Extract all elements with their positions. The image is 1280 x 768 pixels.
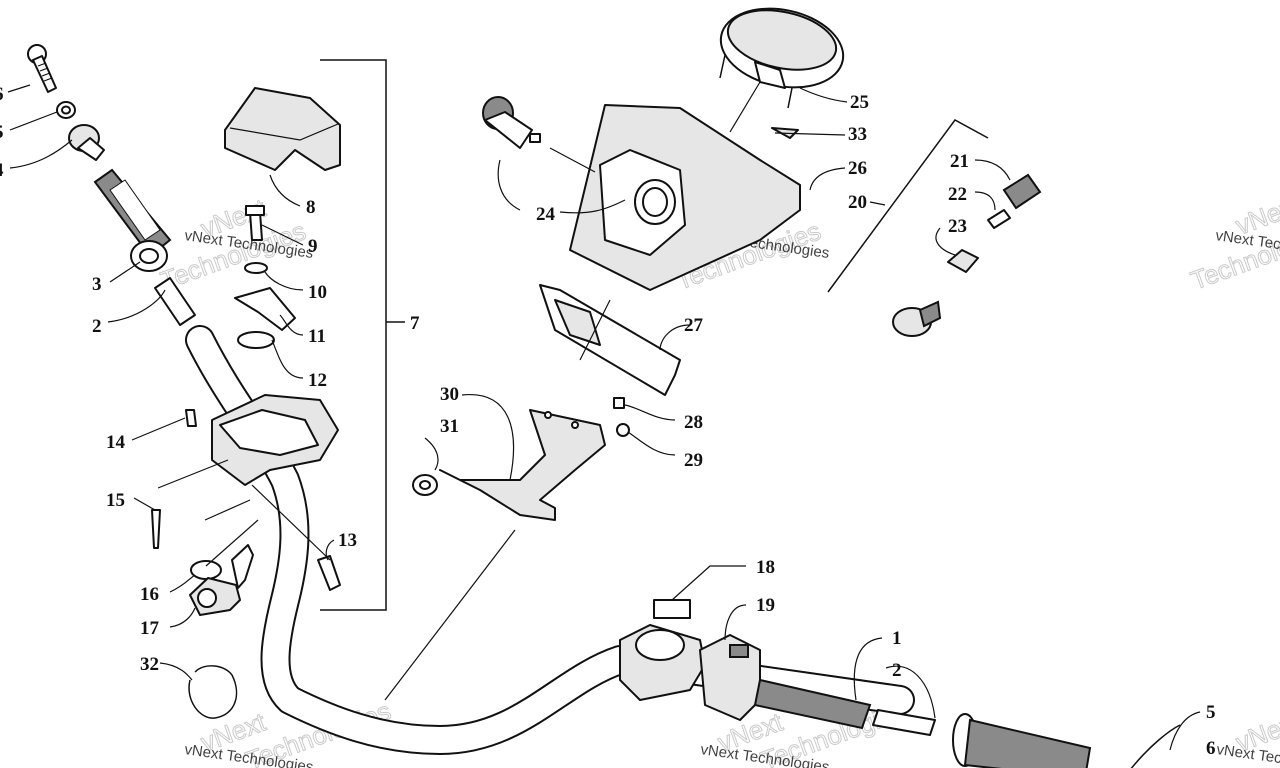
grip-sleeve-icon — [154, 277, 196, 326]
callout-3: 3 — [92, 274, 102, 295]
callout-17: 17 — [140, 618, 160, 639]
callout-28: 28 — [684, 412, 703, 433]
screw-icon — [249, 211, 263, 241]
callout-8: 8 — [306, 197, 316, 218]
ignition-switch-group — [827, 119, 1042, 337]
leader-lines — [7, 81, 1201, 751]
key-head-icon — [1002, 173, 1042, 210]
spring-icon — [237, 331, 275, 349]
callout-22: 22 — [948, 184, 967, 205]
left-grip-icon — [93, 168, 172, 272]
callout-31: 31 — [440, 416, 459, 437]
mounting-bracket-icon — [439, 409, 606, 521]
bolt-icon — [185, 409, 197, 427]
cable-tie-icon — [188, 665, 238, 719]
callout-9: 9 — [308, 236, 318, 257]
callout-7: 7 — [410, 313, 420, 334]
callout-5: 5 — [0, 122, 4, 143]
right-grip-icon — [952, 713, 1092, 768]
callout-4: 4 — [0, 160, 4, 181]
speedometer-icon — [719, 7, 845, 109]
callout-2: 2 — [92, 316, 102, 337]
callout-29: 29 — [684, 450, 703, 471]
grip-sleeve-icon — [872, 709, 936, 736]
callout-20: 20 — [848, 192, 867, 213]
brake-lever-mount-icon — [189, 544, 254, 616]
callout-14: 14 — [106, 432, 126, 453]
washer-icon — [244, 262, 268, 274]
screw-icon — [317, 555, 341, 591]
callout-27: 27 — [684, 315, 704, 336]
dash-pod — [569, 104, 801, 291]
callout-11: 11 — [308, 326, 326, 347]
callout-12: 12 — [308, 370, 327, 391]
callout-2: 2 — [892, 660, 902, 681]
bolt-icon — [27, 44, 57, 93]
callout-6: 6 — [1206, 738, 1216, 759]
callout-18: 18 — [756, 557, 775, 578]
bezel-icon — [539, 284, 681, 396]
left-control-housing — [151, 87, 341, 719]
callout-16: 16 — [140, 584, 159, 605]
callout-30: 30 — [440, 384, 459, 405]
power-socket-icon — [482, 96, 541, 149]
callout-21: 21 — [950, 151, 969, 172]
callout-13: 13 — [338, 530, 357, 551]
callout-1: 1 — [892, 628, 902, 649]
callout-26: 26 — [848, 158, 867, 179]
bar-end-cap-icon — [68, 124, 105, 161]
key-icon — [987, 209, 1011, 229]
callout-24: 24 — [536, 204, 556, 225]
clip-icon — [613, 397, 625, 409]
screw-icon — [616, 423, 630, 437]
right-controls — [619, 599, 761, 721]
callout-labels: 6 5 4 3 2 8 9 10 11 12 7 14 15 13 16 17 … — [0, 84, 1216, 759]
switch-cover-icon — [224, 87, 341, 171]
ignition-nut-icon — [947, 249, 979, 273]
callout-32: 32 — [140, 654, 159, 675]
callout-15: 15 — [106, 490, 125, 511]
assembly-bracket — [320, 59, 387, 611]
right-grip-parts — [753, 678, 1181, 768]
throttle-tube-icon — [753, 678, 872, 730]
throttle-lever-icon — [234, 287, 296, 331]
callout-10: 10 — [308, 282, 327, 303]
callout-33: 33 — [848, 124, 867, 145]
bolt-icon — [151, 509, 161, 549]
callout-5: 5 — [1206, 702, 1216, 723]
callout-23: 23 — [948, 216, 967, 237]
callout-25: 25 — [850, 92, 869, 113]
callout-19: 19 — [756, 595, 775, 616]
callout-6: 6 — [0, 84, 4, 105]
left-grip-parts — [27, 44, 196, 326]
label-decal-icon — [653, 599, 691, 619]
